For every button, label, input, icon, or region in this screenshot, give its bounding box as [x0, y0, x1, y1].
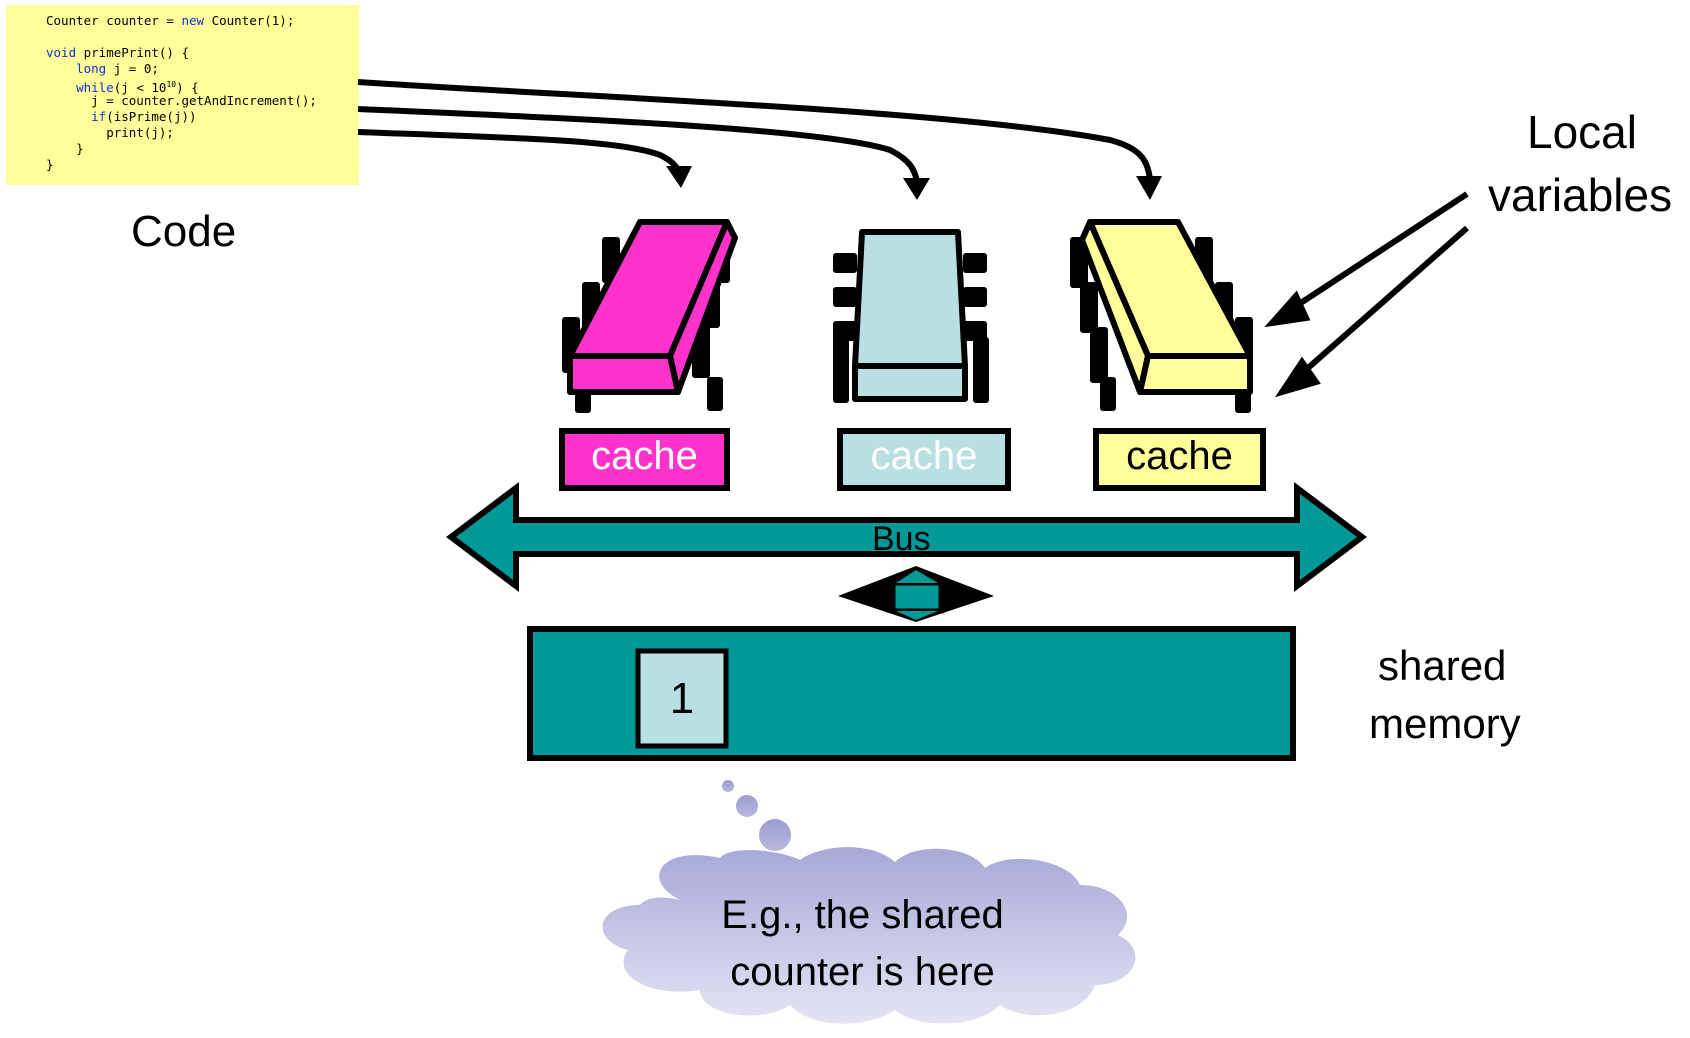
- processor-2-chip: [833, 229, 989, 403]
- cache-label-2: cache: [870, 434, 978, 478]
- code-keyword: long: [76, 61, 107, 76]
- local-variables-label-line1: Local: [1527, 106, 1637, 158]
- code-line: }: [46, 157, 359, 173]
- code-text: Counter(1);: [204, 13, 295, 28]
- code-line: print(j);: [46, 125, 359, 141]
- bus-memory-connector: [838, 566, 994, 622]
- cache-box-1: [559, 428, 730, 491]
- code-keyword: while: [76, 80, 114, 96]
- cache-boxes: [559, 428, 1266, 491]
- thought-cloud: [602, 847, 1136, 1024]
- code-text: Counter counter =: [46, 13, 182, 28]
- code-text: }: [46, 141, 84, 156]
- local-variables-arrows: [1264, 191, 1469, 398]
- code-line: j = counter.getAndIncrement();: [46, 93, 359, 109]
- code-line: Counter counter = new Counter(1);: [46, 13, 359, 29]
- code-snippet: Counter counter = new Counter(1); void pr…: [6, 5, 359, 185]
- code-text: primePrint() {: [76, 45, 189, 60]
- code-keyword: void: [46, 45, 77, 60]
- memory-cell: [635, 648, 729, 749]
- shared-memory-label-line1: shared: [1378, 642, 1507, 689]
- cache-box-2: [837, 428, 1011, 491]
- thought-dots: [722, 780, 791, 851]
- code-label: Code: [131, 207, 237, 256]
- code-text: (isPrime(j)): [106, 109, 197, 124]
- code-text: j = 0;: [106, 61, 159, 76]
- shared-memory-label-line2: memory: [1369, 700, 1521, 747]
- arrow-to-processor-3: [357, 79, 1153, 181]
- code-text: (j < 10: [113, 80, 167, 96]
- processor-3-chip: [1070, 219, 1253, 413]
- cache-label-3: cache: [1126, 434, 1233, 478]
- bus-arrow: [446, 481, 1367, 593]
- thought-text-line2: counter is here: [730, 950, 995, 994]
- code-line: long j = 0;: [46, 61, 359, 77]
- memory-cell-value: 1: [669, 674, 695, 723]
- code-text: j = counter.getAndIncrement();: [46, 93, 317, 108]
- processor-1-chip: [562, 219, 738, 413]
- code-superscript: 10: [166, 80, 177, 89]
- code-line: }: [46, 141, 359, 157]
- code-line: if(isPrime(j)): [46, 109, 359, 125]
- arrowheads-code: [666, 166, 1162, 200]
- bus-label: Bus: [872, 520, 931, 558]
- code-text: }: [46, 157, 54, 172]
- cache-box-3: [1093, 428, 1266, 491]
- code-text: ) {: [176, 80, 199, 96]
- arrow-to-processor-2: [357, 106, 920, 183]
- arrow-to-processor-1: [357, 129, 683, 181]
- local-variables-label-line2: variables: [1488, 169, 1673, 221]
- code-text: print(j);: [46, 125, 174, 140]
- code-line: void primePrint() {: [46, 45, 359, 61]
- code-line: while(j < 1010) {: [46, 77, 359, 96]
- thought-text-line1: E.g., the shared: [721, 893, 1004, 937]
- code-keyword: new: [181, 13, 205, 28]
- cache-label-1: cache: [591, 434, 698, 478]
- code-keyword: if: [91, 109, 107, 124]
- code-to-processor-arrows: [357, 79, 1153, 183]
